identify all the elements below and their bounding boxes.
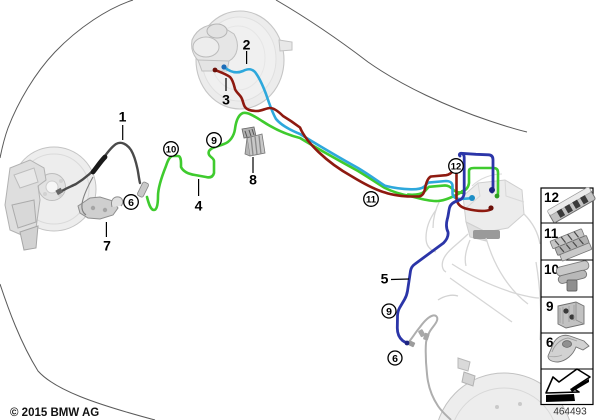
svg-text:12: 12 [451, 162, 462, 173]
svg-text:1: 1 [119, 109, 127, 125]
svg-text:5: 5 [381, 271, 389, 287]
svg-text:6: 6 [392, 353, 398, 365]
svg-text:12: 12 [544, 190, 559, 205]
svg-text:6: 6 [128, 197, 134, 209]
svg-text:10: 10 [166, 144, 177, 155]
svg-text:464493: 464493 [553, 407, 587, 418]
svg-text:9: 9 [211, 135, 217, 147]
svg-text:6: 6 [546, 335, 554, 350]
svg-text:8: 8 [249, 172, 257, 188]
svg-text:3: 3 [222, 92, 230, 108]
svg-text:11: 11 [544, 226, 559, 241]
svg-text:© 2015 BMW AG: © 2015 BMW AG [10, 407, 99, 419]
svg-text:9: 9 [546, 299, 554, 314]
svg-text:10: 10 [544, 262, 559, 277]
svg-text:4: 4 [195, 198, 203, 214]
svg-text:7: 7 [103, 238, 111, 254]
svg-text:11: 11 [366, 195, 377, 206]
svg-text:9: 9 [386, 306, 392, 318]
svg-text:2: 2 [243, 37, 251, 53]
